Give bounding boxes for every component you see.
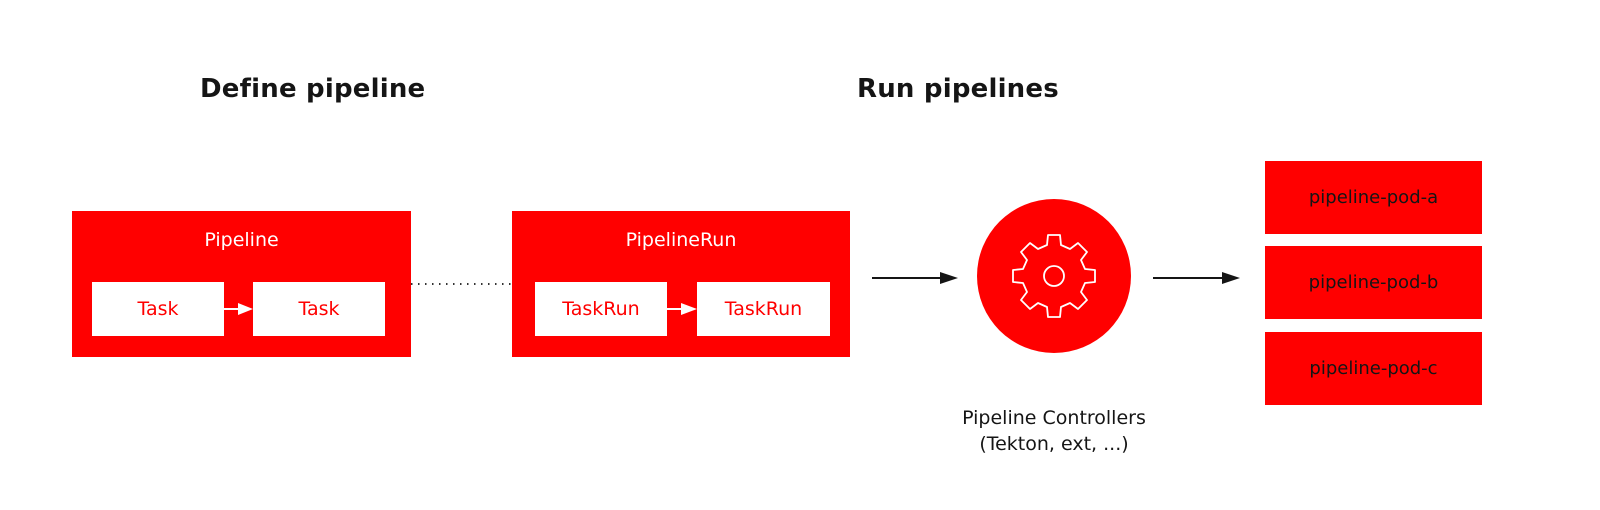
- taskrun-label: TaskRun: [724, 298, 803, 320]
- pod-label: pipeline-pod-c: [1309, 358, 1438, 379]
- pipeline-box: Pipeline Task Task: [72, 211, 411, 357]
- taskrun-arrow: [667, 303, 697, 315]
- taskrun-box-1: TaskRun: [535, 282, 667, 336]
- arrow-to-controller: [872, 272, 958, 284]
- arrow-to-pods: [1153, 272, 1240, 284]
- gear-icon: [1012, 234, 1096, 318]
- pipelinerun-title: PipelineRun: [625, 229, 737, 251]
- controller-caption-line1: Pipeline Controllers: [962, 407, 1146, 429]
- pod-b: pipeline-pod-b: [1265, 246, 1482, 319]
- pod-a: pipeline-pod-a: [1265, 161, 1482, 234]
- controller-caption: Pipeline Controllers (Tekton, ext, ...): [934, 405, 1174, 457]
- task-arrow: [224, 303, 253, 315]
- task-label: Task: [137, 298, 179, 320]
- define-pipeline-heading: Define pipeline: [200, 74, 426, 104]
- taskrun-box-2: TaskRun: [697, 282, 830, 336]
- taskrun-label: TaskRun: [562, 298, 640, 320]
- run-pipelines-heading: Run pipelines: [857, 74, 1059, 104]
- pod-c: pipeline-pod-c: [1265, 332, 1482, 405]
- pod-label: pipeline-pod-a: [1308, 187, 1439, 208]
- pipeline-title: Pipeline: [204, 229, 279, 251]
- pipelinerun-box: PipelineRun TaskRun TaskRun: [512, 211, 850, 357]
- task-box-1: Task: [92, 282, 224, 336]
- task-box-2: Task: [253, 282, 385, 336]
- pod-label: pipeline-pod-b: [1308, 272, 1439, 293]
- pipeline-controller: [977, 199, 1131, 353]
- task-label: Task: [298, 298, 340, 320]
- controller-caption-line2: (Tekton, ext, ...): [979, 433, 1129, 455]
